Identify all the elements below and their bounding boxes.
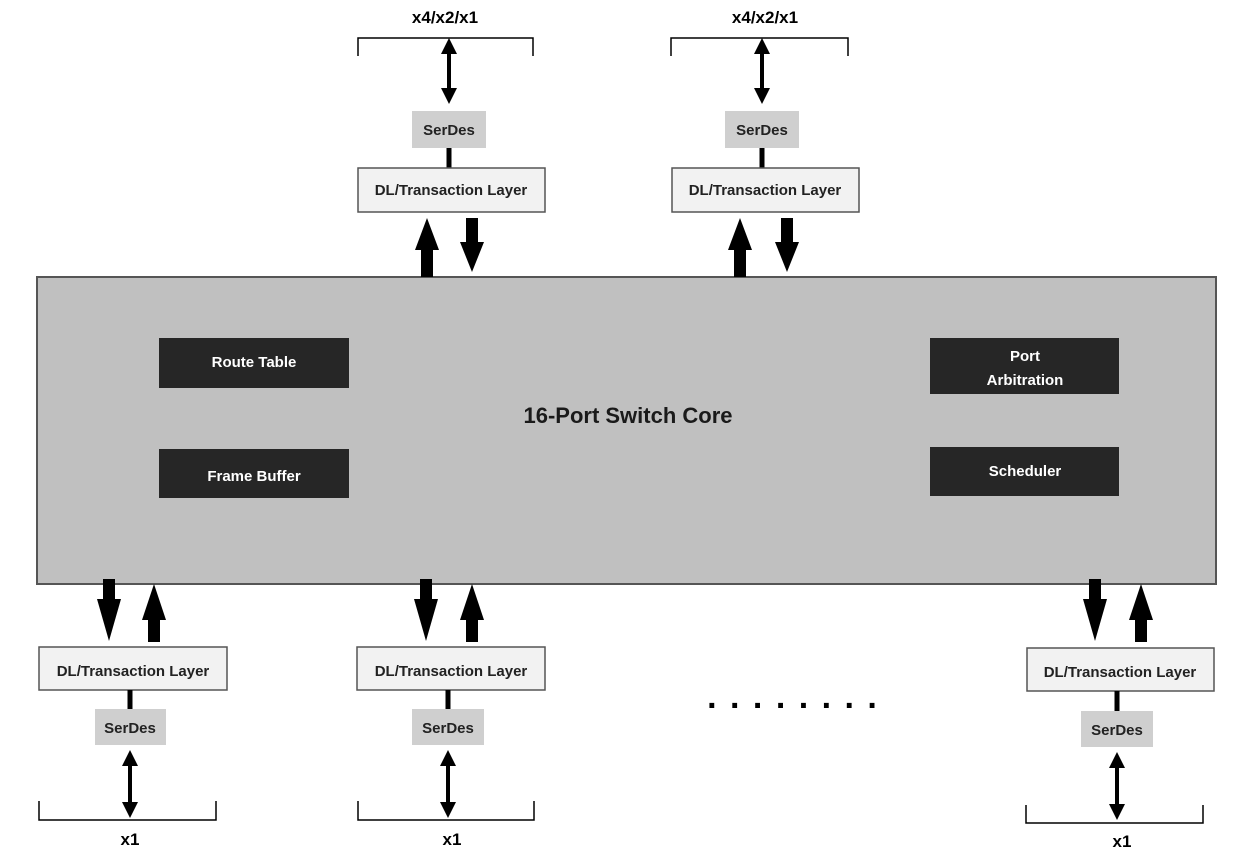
arrow-up-icon (1129, 584, 1153, 642)
bottom-port-1: DL/Transaction Layer SerDes x1 (38, 579, 228, 849)
dl-transaction-layer-box (38, 646, 228, 691)
dl-transaction-layer-box (356, 646, 546, 691)
serdes-box (725, 111, 799, 148)
dl-transaction-layer-label: DL/Transaction Layer (57, 663, 210, 680)
dl-transaction-layer-label: DL/Transaction Layer (1044, 664, 1197, 681)
bidirectional-arrow-icon (122, 750, 138, 818)
more-ports-ellipsis: . . . . . . . . (707, 678, 879, 716)
dl-transaction-layer-box (671, 167, 860, 213)
lane-bracket (38, 801, 217, 821)
port-arbitration-label-line1: Port (1010, 348, 1040, 365)
bidirectional-arrow-icon (440, 750, 456, 818)
dl-transaction-layer-box (1026, 647, 1215, 692)
serdes-label: SerDes (1091, 722, 1143, 739)
arrow-up-icon (415, 218, 439, 277)
arrow-up-icon (142, 584, 166, 642)
switch-core-box (36, 276, 1217, 585)
dl-transaction-layer-label: DL/Transaction Layer (689, 182, 842, 199)
serdes-label: SerDes (423, 122, 475, 139)
lane-bracket (357, 37, 534, 56)
port-width-label: x4/x2/x1 (412, 8, 478, 27)
serdes-label: SerDes (736, 122, 788, 139)
top-port-2: x4/x2/x1 SerDes DL/Transaction Layer (670, 8, 860, 277)
switch-core-title: 16-Port Switch Core (523, 403, 732, 428)
arrow-down-icon (775, 218, 799, 272)
scheduler-label: Scheduler (989, 463, 1062, 480)
serdes-label: SerDes (104, 720, 156, 737)
lane-bracket (357, 801, 535, 821)
port-arbitration-label-line2: Arbitration (987, 372, 1064, 389)
port-width-label: x4/x2/x1 (732, 8, 798, 27)
frame-buffer-block (159, 449, 349, 498)
bidirectional-arrow-icon (441, 38, 457, 104)
serdes-box (95, 709, 166, 745)
bidirectional-arrow-icon (1109, 752, 1125, 820)
bottom-port-3: DL/Transaction Layer SerDes x1 (1025, 579, 1215, 851)
serdes-box (412, 111, 486, 148)
port-width-label: x1 (121, 830, 140, 849)
dl-transaction-layer-label: DL/Transaction Layer (375, 663, 528, 680)
lane-bracket (1025, 805, 1204, 824)
scheduler-block (930, 447, 1119, 496)
serdes-label: SerDes (422, 720, 474, 737)
dl-transaction-layer-label: DL/Transaction Layer (375, 182, 528, 199)
top-port-1: x4/x2/x1 SerDes DL/Transaction Layer (357, 8, 546, 277)
frame-buffer-label: Frame Buffer (207, 468, 301, 485)
serdes-box (412, 709, 484, 745)
arrow-up-icon (728, 218, 752, 277)
route-table-label: Route Table (212, 354, 297, 371)
port-width-label: x1 (443, 830, 462, 849)
route-table-block (159, 338, 349, 388)
arrow-down-icon (1083, 579, 1107, 641)
arrow-down-icon (460, 218, 484, 272)
arrow-down-icon (97, 579, 121, 641)
bottom-port-2: DL/Transaction Layer SerDes x1 (356, 579, 546, 849)
bidirectional-arrow-icon (754, 38, 770, 104)
arrow-up-icon (460, 584, 484, 642)
arrow-down-icon (414, 579, 438, 641)
serdes-box (1081, 711, 1153, 747)
dl-transaction-layer-box (357, 167, 546, 213)
port-arbitration-block (930, 338, 1119, 394)
port-width-label: x1 (1113, 832, 1132, 851)
lane-bracket (670, 37, 849, 56)
